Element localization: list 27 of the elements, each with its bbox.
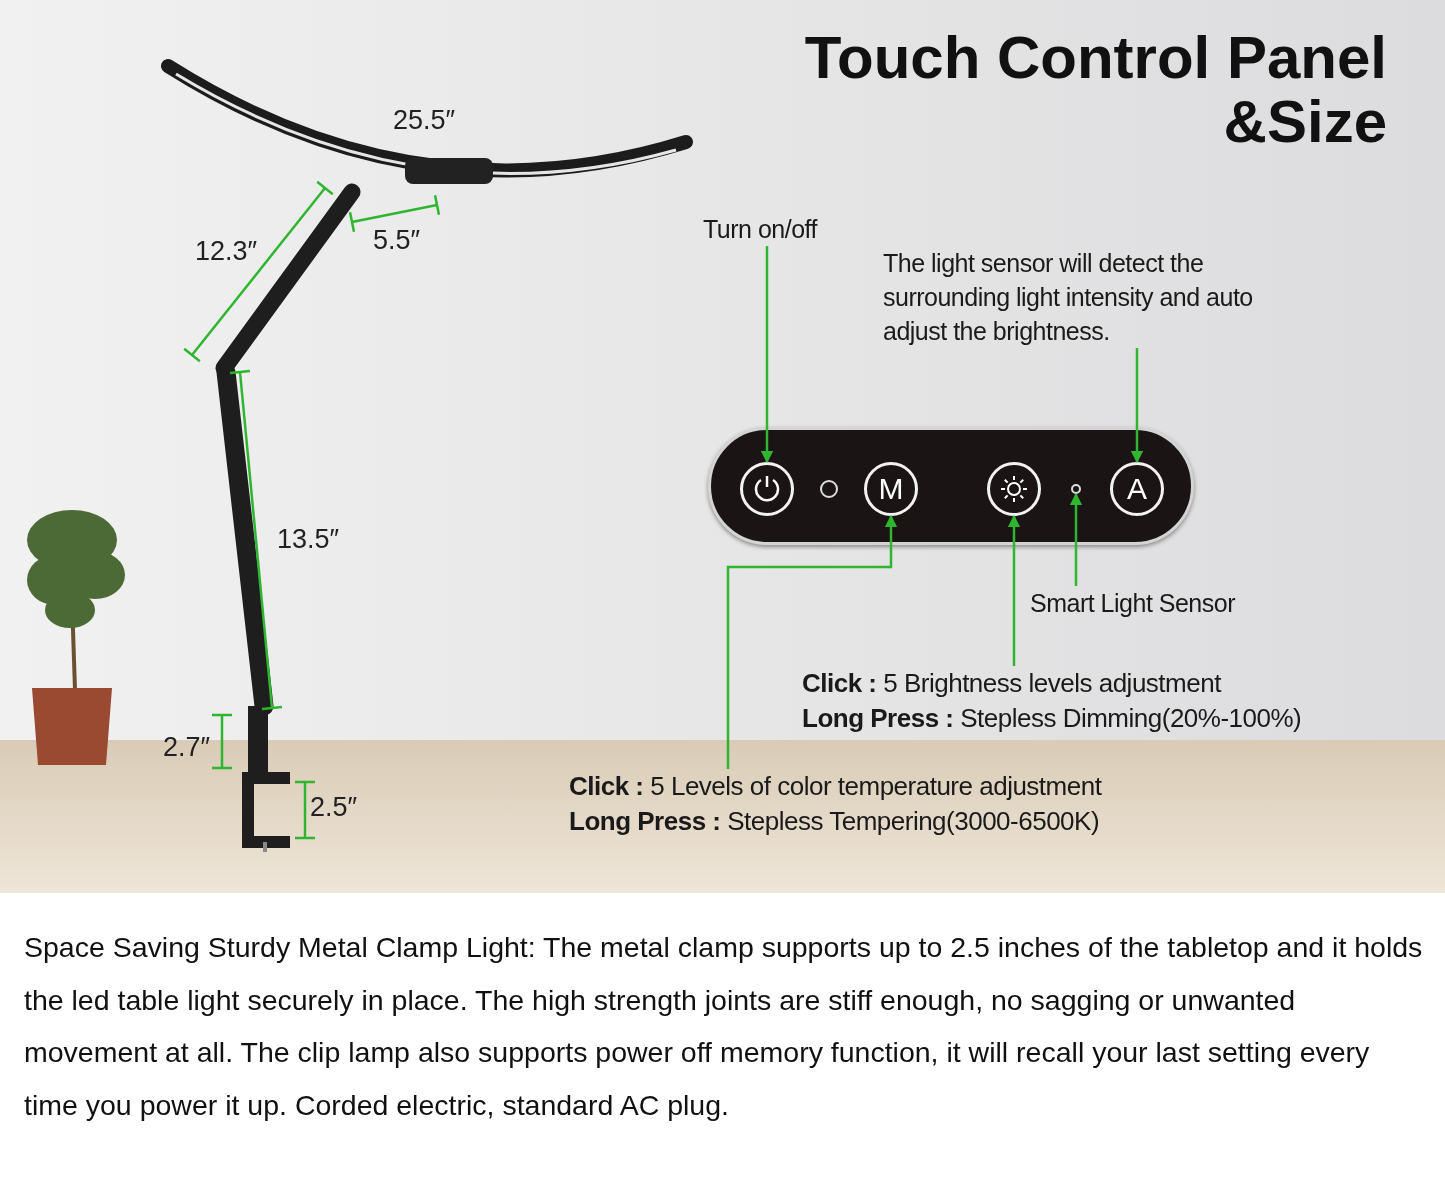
- dimension-label: 2.7″: [163, 732, 211, 763]
- arrow: [1069, 492, 1083, 586]
- callout-text: Smart Light Sensor: [1030, 586, 1280, 620]
- indicator-light: [820, 480, 838, 498]
- callout-text: Long Press : Stepless Tempering(3000-6500K): [569, 805, 1101, 838]
- callout-text: The light sensor will detect the surrounding light intensity and auto adjust the brightness.: [883, 246, 1283, 348]
- control-panel: [708, 427, 1194, 545]
- dimension-label: 2.5″: [310, 792, 358, 823]
- arrow: [1007, 514, 1021, 666]
- dimension-label: 13.5″: [277, 524, 340, 555]
- mode-button: M: [864, 462, 918, 516]
- auto-button: A: [1110, 462, 1164, 516]
- dimension-label: 5.5″: [373, 225, 421, 256]
- brightness-button: [987, 462, 1041, 516]
- light-sensor: [1071, 484, 1081, 494]
- arrow: [726, 514, 898, 769]
- arrow: [1130, 348, 1144, 464]
- arrow: [760, 246, 774, 464]
- callout-text: Click : 5 Levels of color temperature adjustment: [569, 770, 1103, 803]
- dimension-label: 25.5″: [393, 105, 456, 136]
- title: Touch Control Panel &Size: [803, 26, 1387, 154]
- callout-text: Turn on/off: [703, 212, 873, 246]
- power-button: [740, 462, 794, 516]
- callout-text: Click : 5 Brightness levels adjustment: [802, 667, 1223, 700]
- dimension-label: 12.3″: [195, 236, 258, 267]
- callout-text: Long Press : Stepless Dimming(20%-100%): [802, 702, 1303, 735]
- description-paragraph: Space Saving Sturdy Metal Clamp Light: The metal clamp supports up to 2.5 inches of the tabletop and it holds the led table light securely in place. The high strength joints are stiff enough, no sagging or unwanted movement at all. The clip lamp also supports power off memory function, it will recall your last setting every time you power it up. Corded electric, standard AC plug.: [24, 930, 1424, 1123]
